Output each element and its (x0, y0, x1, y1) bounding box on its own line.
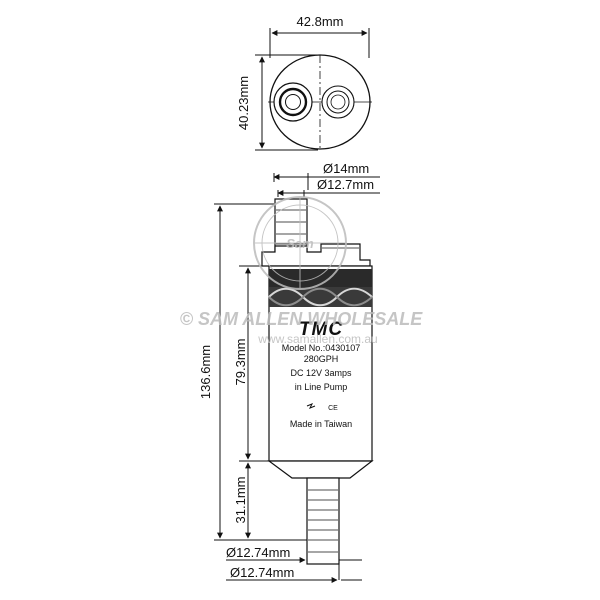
total-length-dim-text: 136.6mm (198, 345, 213, 399)
made-in: Made in Taiwan (290, 419, 352, 429)
body-bottom-taper (267, 460, 374, 479)
left-port-ring (278, 87, 308, 117)
watermark-url: www.samallen.com.au (257, 332, 377, 346)
top-view: 42.8mm 40.23mm (236, 14, 372, 151)
right-port-core (330, 94, 346, 110)
pump-side-view: TMC Model No.:0430107 280GPH DC 12V 3amp… (261, 198, 374, 565)
flow-rate: 280GPH (304, 354, 339, 364)
body-length-dim-text: 79.3mm (233, 339, 248, 386)
twisted-wire-band (268, 287, 373, 307)
inlet-dim-2-text: Ø12.74mm (230, 565, 294, 580)
inlet-dim-1-text: Ø12.74mm (226, 545, 290, 560)
watermark-seal: Sam (253, 196, 347, 290)
vertical-dimensions: 136.6mm 79.3mm 31.1mm (198, 203, 307, 541)
ce-mark: CE (328, 405, 338, 412)
outlet-dimensions: Ø14mm Ø12.7mm (273, 161, 380, 197)
outlet-outer-dim-text: Ø14mm (323, 161, 369, 176)
right-port-inner (326, 90, 350, 114)
width-dim-text: 42.8mm (297, 14, 344, 29)
model-number: Model No.:0430107 (282, 343, 361, 353)
outlet-inner-dim-text: Ø12.7mm (317, 177, 374, 192)
inlet-length-dim-text: 31.1mm (233, 477, 248, 524)
watermark-seal-text: Sam (286, 236, 314, 251)
watermark-company: © SAM ALLEN WHOLESALE (180, 309, 424, 329)
inlet-barb (306, 477, 340, 565)
left-port-inner (285, 94, 301, 110)
certification-icon (306, 403, 316, 409)
body-top-band (269, 269, 372, 287)
inlet-dimensions: Ø12.74mm Ø12.74mm (226, 545, 362, 583)
watermark: Sam © SAM ALLEN WHOLESALE www.samallen.c… (180, 196, 424, 346)
height-dim-text: 40.23mm (236, 76, 251, 130)
brand-logo: TMC (299, 319, 343, 340)
head-housing (261, 243, 371, 267)
pump-type: in Line Pump (295, 382, 348, 392)
power-rating: DC 12V 3amps (290, 368, 352, 378)
